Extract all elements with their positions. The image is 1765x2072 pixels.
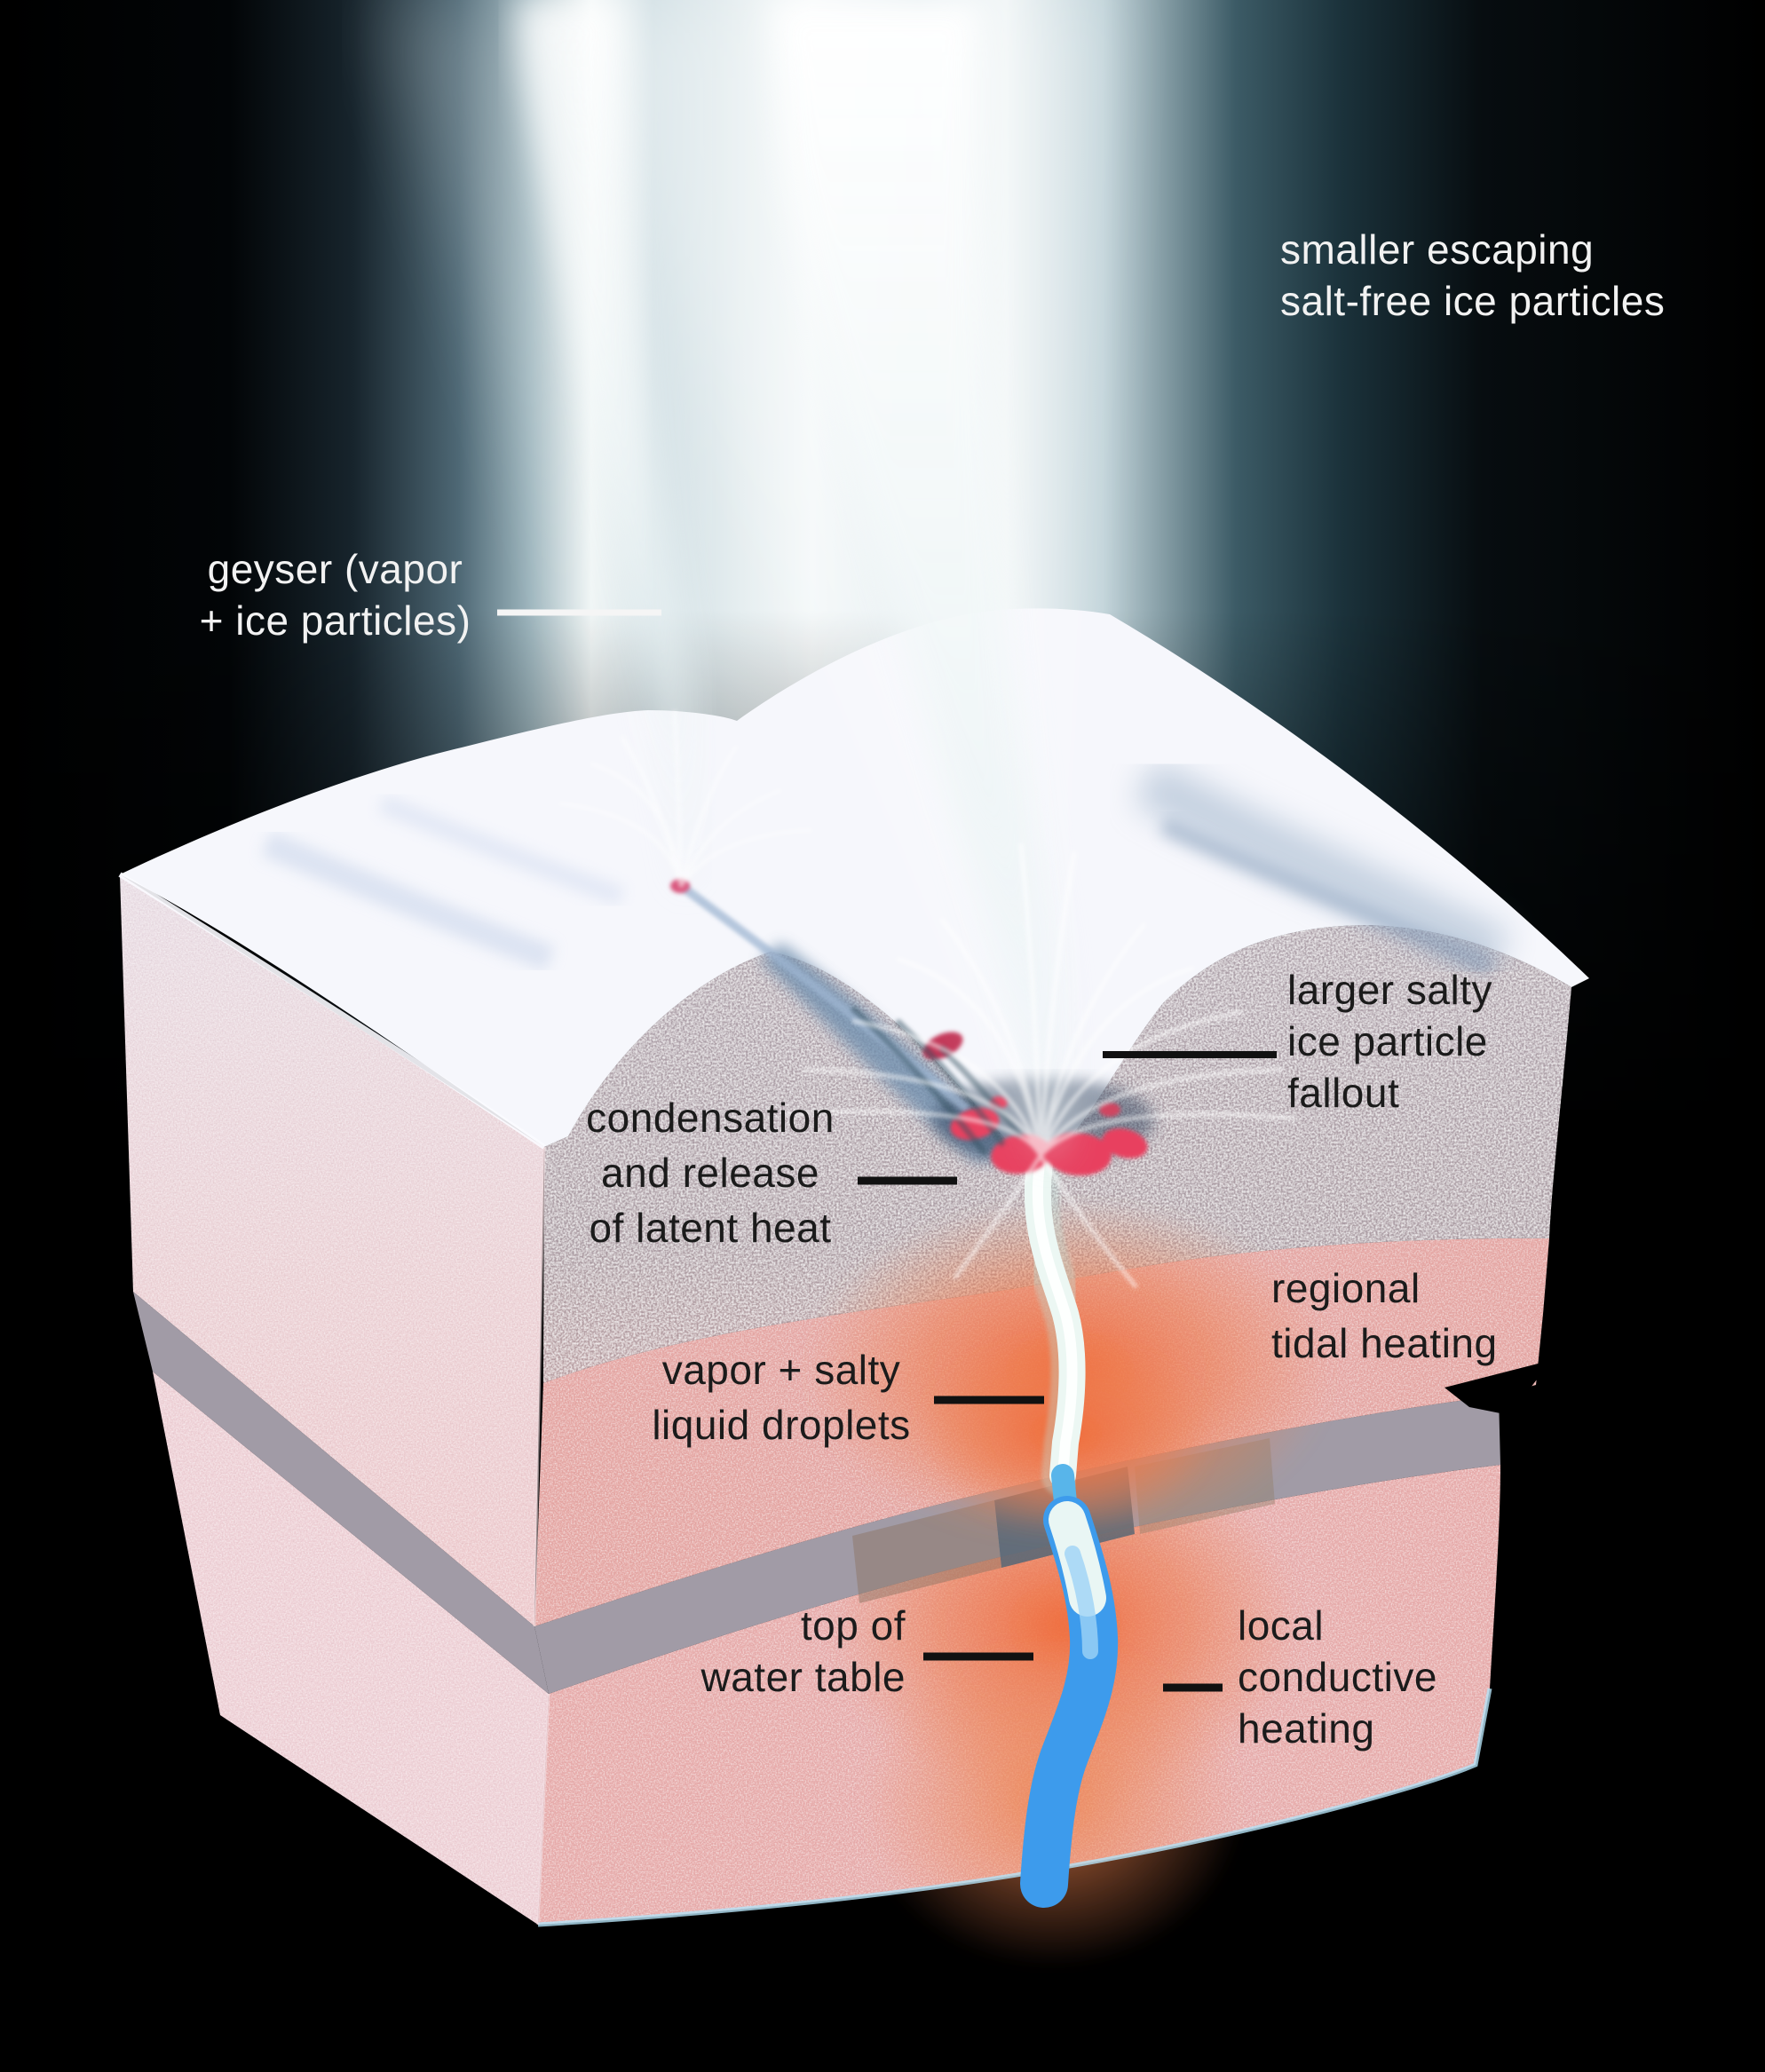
lower-left-corner-edge: [536, 1693, 550, 1926]
label-geyser: geyser (vapor + ice particles): [199, 546, 471, 644]
left-side-face: [120, 874, 549, 1925]
fallout-blob: [1099, 1103, 1120, 1117]
left-plume-column: [517, 0, 699, 888]
label-regional-tidal: regional tidal heating: [1271, 1265, 1498, 1366]
water-channel: [1016, 1137, 1119, 1908]
right-slope-shadow-dark: [1159, 817, 1496, 977]
vent-groove: [681, 883, 971, 1113]
water-column-highlight: [1065, 1546, 1098, 1659]
main-plume-column: [771, 0, 1065, 1156]
rift-notch-shadow: [1444, 1360, 1552, 1415]
block-bottom-edge-rim: [537, 1688, 1492, 1927]
front-left-corner-edge: [533, 1146, 546, 1627]
label-top-of-water-table: top of water table: [700, 1602, 906, 1700]
label-vapor-salty: vapor + salty liquid droplets: [652, 1347, 911, 1448]
label-local-conductive: local conductive heating: [1238, 1602, 1437, 1752]
upper-slab-left-face: [120, 874, 544, 1626]
leader-lines: [497, 609, 1277, 1692]
label-smaller-escaping: smaller escaping salt-free ice particles: [1280, 226, 1666, 324]
label-larger-salty: larger salty ice particle fallout: [1287, 967, 1492, 1116]
left-plume-streak-fan: [558, 709, 813, 888]
right-slope-shadow: [1133, 759, 1512, 977]
lower-slab: [537, 1443, 1500, 1966]
geyser-plumes: [373, 0, 1297, 1289]
lower-slab-left-face: [153, 1372, 549, 1925]
ridge-shadow-2: [377, 794, 625, 906]
main-plume-streak-fan: [780, 842, 1297, 1289]
rift-band-left-face: [133, 1292, 549, 1694]
ice-block: [118, 608, 1589, 1966]
fallout-blob: [1102, 1128, 1148, 1159]
vapor-channel-core: [1032, 1153, 1078, 1481]
fallout-blob: [950, 1108, 1000, 1140]
label-condensation: condensation and release of latent heat: [586, 1095, 835, 1251]
snow-crest-highlight: [118, 872, 546, 1150]
snow-top: [120, 608, 1589, 1159]
ridge-shadow-1: [261, 831, 556, 972]
